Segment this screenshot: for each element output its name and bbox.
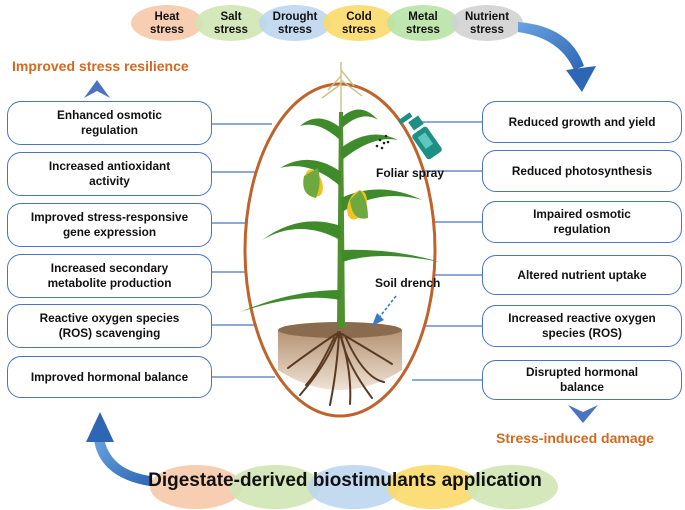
- left-effect-box-text: Increased antioxidant activity: [48, 159, 171, 188]
- stressor-pill: [259, 5, 331, 41]
- curved-arrow-bottom-left: [86, 412, 150, 486]
- right-effect-box-text: Increased reactive oxygen species (ROS): [508, 311, 656, 340]
- application-pill: [229, 465, 321, 509]
- right-effect-box-text: Altered nutrient uptake: [517, 267, 647, 282]
- left-heading: Improved stress resilience: [12, 58, 189, 74]
- application-label: Digestate-derived biostimulants applicat…: [148, 470, 542, 491]
- right-heading: Stress-induced damage: [496, 430, 654, 446]
- left-effect-box: Improved hormonal balance: [7, 356, 212, 398]
- right-effect-box: Altered nutrient uptake: [482, 255, 682, 295]
- left-effect-box-text: Improved hormonal balance: [30, 369, 189, 384]
- left-effect-box: Improved stress-responsive gene expressi…: [7, 203, 212, 247]
- left-effect-box-text: Reactive oxygen species (ROS) scavenging: [39, 311, 180, 340]
- stressor-pill: [451, 5, 523, 41]
- stressor-pill: [195, 5, 267, 41]
- soil-drench-label: Soil drench: [375, 276, 441, 290]
- application-pill: [466, 465, 558, 509]
- connector-lines: [212, 121, 482, 381]
- stressor-pill: [131, 5, 203, 41]
- stressor-pill: [387, 5, 459, 41]
- left-effect-box-text: Enhanced osmotic regulation: [57, 108, 162, 137]
- right-effect-box-text: Reduced growth and yield: [508, 114, 656, 129]
- right-effect-box-text: Reduced photosynthesis: [511, 163, 653, 178]
- right-effect-box: Disrupted hormonal balance: [482, 360, 682, 400]
- application-pill: [387, 465, 479, 509]
- maize-plant-illustration: [240, 62, 440, 328]
- down-chevron-icon: [568, 405, 598, 423]
- left-effect-box: Enhanced osmotic regulation: [7, 101, 212, 145]
- application-pill: [150, 465, 242, 509]
- foliar-spray-label: Foliar spray: [376, 166, 445, 180]
- right-effect-box-text: Impaired osmotic regulation: [533, 207, 631, 236]
- soil-drench-arrow: [372, 295, 397, 326]
- right-effect-box: Reduced photosynthesis: [482, 150, 682, 192]
- left-effect-box: Reactive oxygen species (ROS) scavenging: [7, 304, 212, 348]
- left-effect-box-text: Increased secondary metabolite productio…: [47, 261, 172, 290]
- soil-roots-illustration: [278, 322, 402, 406]
- application-pill-group: [150, 465, 558, 509]
- curved-arrow-top-right: [518, 22, 596, 92]
- up-chevron-icon: [84, 80, 110, 98]
- spray-bottle-icon: [375, 112, 442, 160]
- right-effect-box: Reduced growth and yield: [482, 101, 682, 143]
- left-effect-box: Increased antioxidant activity: [7, 152, 212, 196]
- stressor-pill: [323, 5, 395, 41]
- left-effect-box-text: Improved stress-responsive gene expressi…: [30, 210, 189, 239]
- right-effect-box-text: Disrupted hormonal balance: [525, 365, 639, 394]
- application-pill: [308, 465, 400, 509]
- right-effect-box: Impaired osmotic regulation: [482, 201, 682, 243]
- right-effect-box: Increased reactive oxygen species (ROS): [482, 305, 682, 347]
- left-effect-box: Increased secondary metabolite productio…: [7, 254, 212, 298]
